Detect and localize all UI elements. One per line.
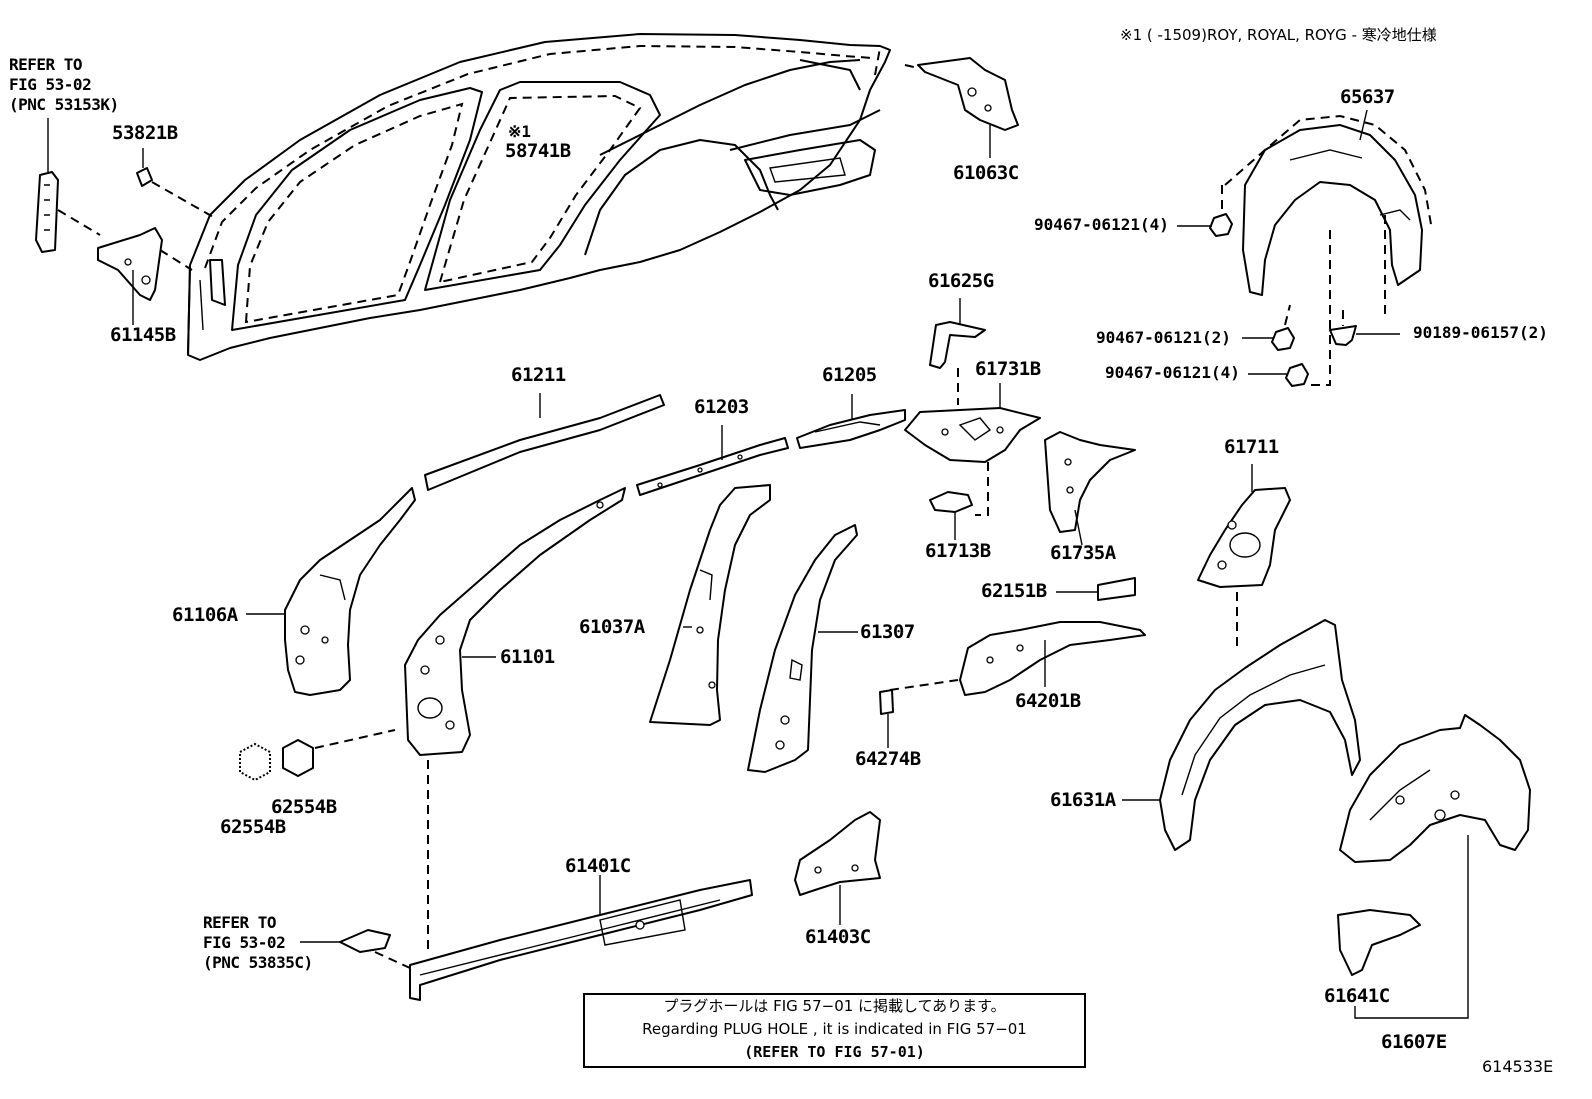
rail-61211 (424, 393, 665, 491)
label-65637: 65637 (1340, 86, 1395, 108)
plug-53821B (136, 148, 216, 219)
label-61625G: 61625G (928, 270, 994, 292)
label-90467-2: 90467-06121(2) (1096, 328, 1231, 347)
bracket-53835C (300, 929, 411, 969)
pillar-61106A (246, 487, 416, 696)
label-61211: 61211 (511, 364, 566, 386)
wheelhouse-61607E (1339, 714, 1531, 1019)
label-61063C: 61063C (953, 162, 1019, 184)
label-61106A: 61106A (172, 604, 238, 626)
label-64201B: 64201B (1015, 690, 1081, 712)
rail-61205 (796, 394, 906, 449)
clip-90467-c (1248, 363, 1309, 387)
label-61735A: 61735A (1050, 542, 1116, 564)
label-61711: 61711 (1224, 436, 1279, 458)
label-58741B-mark: ※1 (508, 122, 532, 141)
body-side-outer (187, 33, 891, 361)
clip-90189 (1329, 310, 1400, 346)
panel-64201B (889, 621, 1146, 696)
ref-53835C: REFER TO FIG 53-02 (PNC 53835C) (203, 913, 313, 972)
clip-90467-a (1177, 185, 1233, 237)
clip-90467-b (1242, 304, 1295, 351)
header-note: ※1 ( -1509)ROY, ROYAL, ROYG - 寒冷地仕様 (1120, 26, 1437, 44)
label-61203: 61203 (694, 396, 749, 418)
pads-62554B (239, 739, 314, 781)
bracket-61625G (929, 298, 986, 405)
label-61205: 61205 (822, 364, 877, 386)
label-61731B: 61731B (975, 358, 1041, 380)
label-61403C: 61403C (805, 926, 871, 948)
liner-65637 (1224, 109, 1433, 386)
panel-61731B (904, 383, 1041, 516)
pillar-61101 (314, 487, 626, 950)
note-line-jp: プラグホールは FIG 57−01 に掲載してあります。 (663, 997, 1006, 1015)
bracket-61713B (929, 491, 973, 540)
rail-61203 (636, 425, 789, 496)
label-90189-2: 90189-06157(2) (1413, 323, 1548, 342)
label-61641C: 61641C (1324, 985, 1390, 1007)
panel-61063C (904, 57, 1019, 158)
panel-61735A (1044, 431, 1136, 546)
note-line-en: Regarding PLUG HOLE , it is indicated in… (642, 1020, 1027, 1038)
panel-61711 (1197, 464, 1291, 650)
label-61401C: 61401C (565, 855, 631, 877)
bracket-61145B (97, 227, 193, 325)
label-61101: 61101 (500, 646, 555, 668)
panel-61641C (1337, 909, 1421, 976)
label-64274B: 64274B (855, 748, 921, 770)
label-61607E: 61607E (1381, 1031, 1447, 1053)
retainer-part (35, 118, 101, 253)
plug-hole-note: プラグホールは FIG 57−01 に掲載してあります。 Regarding P… (583, 993, 1086, 1068)
pad-62151B (1056, 577, 1136, 601)
label-58741B: 58741B (505, 140, 571, 162)
label-62151B: 62151B (981, 580, 1047, 602)
rocker-61401C (409, 875, 753, 1001)
note-line-ref: (REFER TO FIG 57-01) (744, 1043, 925, 1061)
label-61145B: 61145B (110, 324, 176, 346)
figure-id: 614533E (1482, 1057, 1554, 1076)
label-61631A: 61631A (1050, 789, 1116, 811)
label-61307: 61307 (860, 621, 915, 643)
label-90467-4b: 90467-06121(4) (1105, 363, 1240, 382)
label-90467-4a: 90467-06121(4) (1034, 215, 1169, 234)
label-62554B-a: 62554B (220, 816, 286, 838)
label-61037A: 61037A (579, 616, 645, 638)
pillar-61037A (649, 484, 771, 726)
ref-53153K: REFER TO FIG 53-02 (PNC 53153K) (9, 55, 119, 114)
label-61713B: 61713B (925, 540, 991, 562)
bracket-61403C (794, 811, 881, 925)
pillar-61307 (747, 524, 858, 773)
wheelhouse-61631A (1122, 619, 1361, 851)
plate-64274B (879, 689, 894, 748)
label-62554B-b: 62554B (271, 796, 337, 818)
label-53821B: 53821B (112, 122, 178, 144)
